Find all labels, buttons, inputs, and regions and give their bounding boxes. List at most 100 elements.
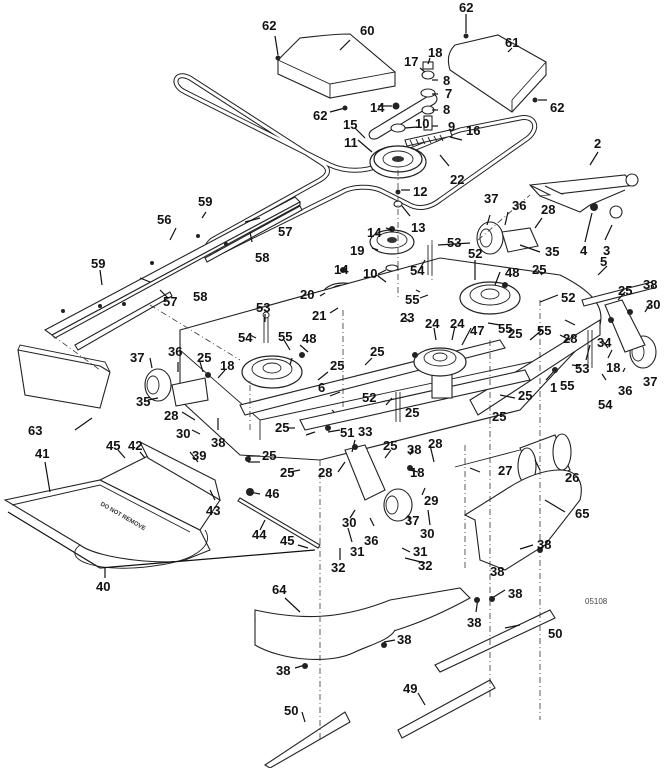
callout-50: 50	[284, 703, 298, 718]
callout-29: 29	[424, 493, 438, 508]
callout-62: 62	[550, 100, 564, 115]
baffle-front	[254, 587, 471, 660]
callout-45: 45	[106, 438, 120, 453]
callout-25: 25	[532, 262, 546, 277]
gauge-wheel-left	[144, 368, 209, 407]
callout-34: 34	[597, 335, 612, 350]
callout-36: 36	[512, 198, 526, 213]
callout-49: 49	[403, 681, 417, 696]
callout-31: 31	[413, 544, 427, 559]
callout-61: 61	[505, 35, 519, 50]
callout-labels: 62 60 62 61 62 62 18 17 8 7 14 8 10 9 15…	[28, 0, 660, 718]
callout-19: 19	[350, 243, 364, 258]
callout-48: 48	[505, 265, 519, 280]
callout-13: 13	[411, 220, 425, 235]
callout-38: 38	[407, 442, 421, 457]
callout-25: 25	[330, 358, 344, 373]
callout-30: 30	[342, 515, 356, 530]
callout-6: 6	[318, 380, 325, 395]
callout-25: 25	[405, 405, 419, 420]
callout-9: 9	[448, 119, 455, 134]
callout-51: 51	[340, 425, 354, 440]
callout-32: 32	[418, 558, 432, 573]
callout-11: 11	[344, 135, 358, 150]
callout-58: 58	[255, 250, 269, 265]
callout-15: 15	[343, 117, 357, 132]
callout-57: 57	[278, 224, 292, 239]
callout-40: 40	[96, 579, 110, 594]
rod	[581, 281, 655, 307]
callout-62: 62	[459, 0, 473, 15]
callout-28: 28	[428, 436, 442, 451]
callout-25: 25	[197, 350, 211, 365]
callout-55: 55	[278, 329, 292, 344]
callout-24: 24	[425, 316, 440, 331]
callout-63: 63	[28, 423, 42, 438]
electric-clutch	[413, 347, 467, 399]
callout-17: 17	[404, 54, 418, 69]
callout-24: 24	[450, 316, 465, 331]
callout-44: 44	[252, 527, 267, 542]
blade-center	[397, 679, 496, 739]
deck-hanger-bracket	[528, 173, 639, 219]
callout-38: 38	[508, 586, 522, 601]
callout-52: 52	[468, 246, 482, 261]
callout-18: 18	[220, 358, 234, 373]
callout-37: 37	[643, 374, 657, 389]
callout-28: 28	[318, 465, 332, 480]
callout-10: 10	[363, 266, 377, 281]
callout-60: 60	[360, 23, 374, 38]
callout-53: 53	[447, 235, 461, 250]
callout-36: 36	[618, 383, 632, 398]
callout-38: 38	[397, 632, 411, 647]
callout-18: 18	[410, 465, 424, 480]
callout-23: 23	[400, 310, 414, 325]
callout-52: 52	[561, 290, 575, 305]
callout-1: 1	[550, 380, 557, 395]
callout-25: 25	[275, 420, 289, 435]
callout-50: 50	[548, 626, 562, 641]
callout-2: 2	[594, 136, 601, 151]
callout-18: 18	[606, 360, 620, 375]
callout-38: 38	[467, 615, 481, 630]
callout-16: 16	[466, 123, 480, 138]
gauge-wheel-right	[604, 299, 657, 369]
callout-64: 64	[272, 582, 287, 597]
callout-42: 42	[128, 438, 142, 453]
callout-55: 55	[537, 323, 551, 338]
callout-39: 39	[192, 448, 206, 463]
callout-8: 8	[443, 102, 450, 117]
callout-28: 28	[563, 331, 577, 346]
callout-37: 37	[484, 191, 498, 206]
callout-47: 47	[470, 323, 484, 338]
callout-54: 54	[410, 263, 425, 278]
callout-7: 7	[445, 86, 452, 101]
callout-26: 26	[565, 470, 579, 485]
callout-21: 21	[312, 308, 326, 323]
callout-59: 59	[198, 194, 212, 209]
baffle-right	[463, 469, 582, 571]
callout-25: 25	[508, 326, 522, 341]
gauge-wheel-upper-right	[476, 221, 539, 255]
callout-55: 55	[498, 321, 512, 336]
callout-54: 54	[238, 330, 253, 345]
callout-36: 36	[364, 533, 378, 548]
callout-25: 25	[383, 438, 397, 453]
callout-10: 10	[415, 116, 429, 131]
callout-14: 14	[334, 262, 349, 277]
alignment-lines	[51, 170, 541, 740]
hardware-dots	[205, 33, 633, 669]
callout-28: 28	[541, 202, 555, 217]
callout-54: 54	[598, 397, 613, 412]
callout-14: 14	[367, 225, 382, 240]
callout-35: 35	[545, 244, 559, 259]
gauge-wheel-front	[344, 444, 413, 522]
callout-3: 3	[603, 243, 610, 258]
callout-53: 53	[575, 361, 589, 376]
callout-48: 48	[302, 331, 316, 346]
drawing-code: 05108	[585, 597, 608, 606]
callout-53: 53	[256, 300, 270, 315]
callout-52: 52	[362, 390, 376, 405]
belt-cover-right	[447, 34, 547, 113]
